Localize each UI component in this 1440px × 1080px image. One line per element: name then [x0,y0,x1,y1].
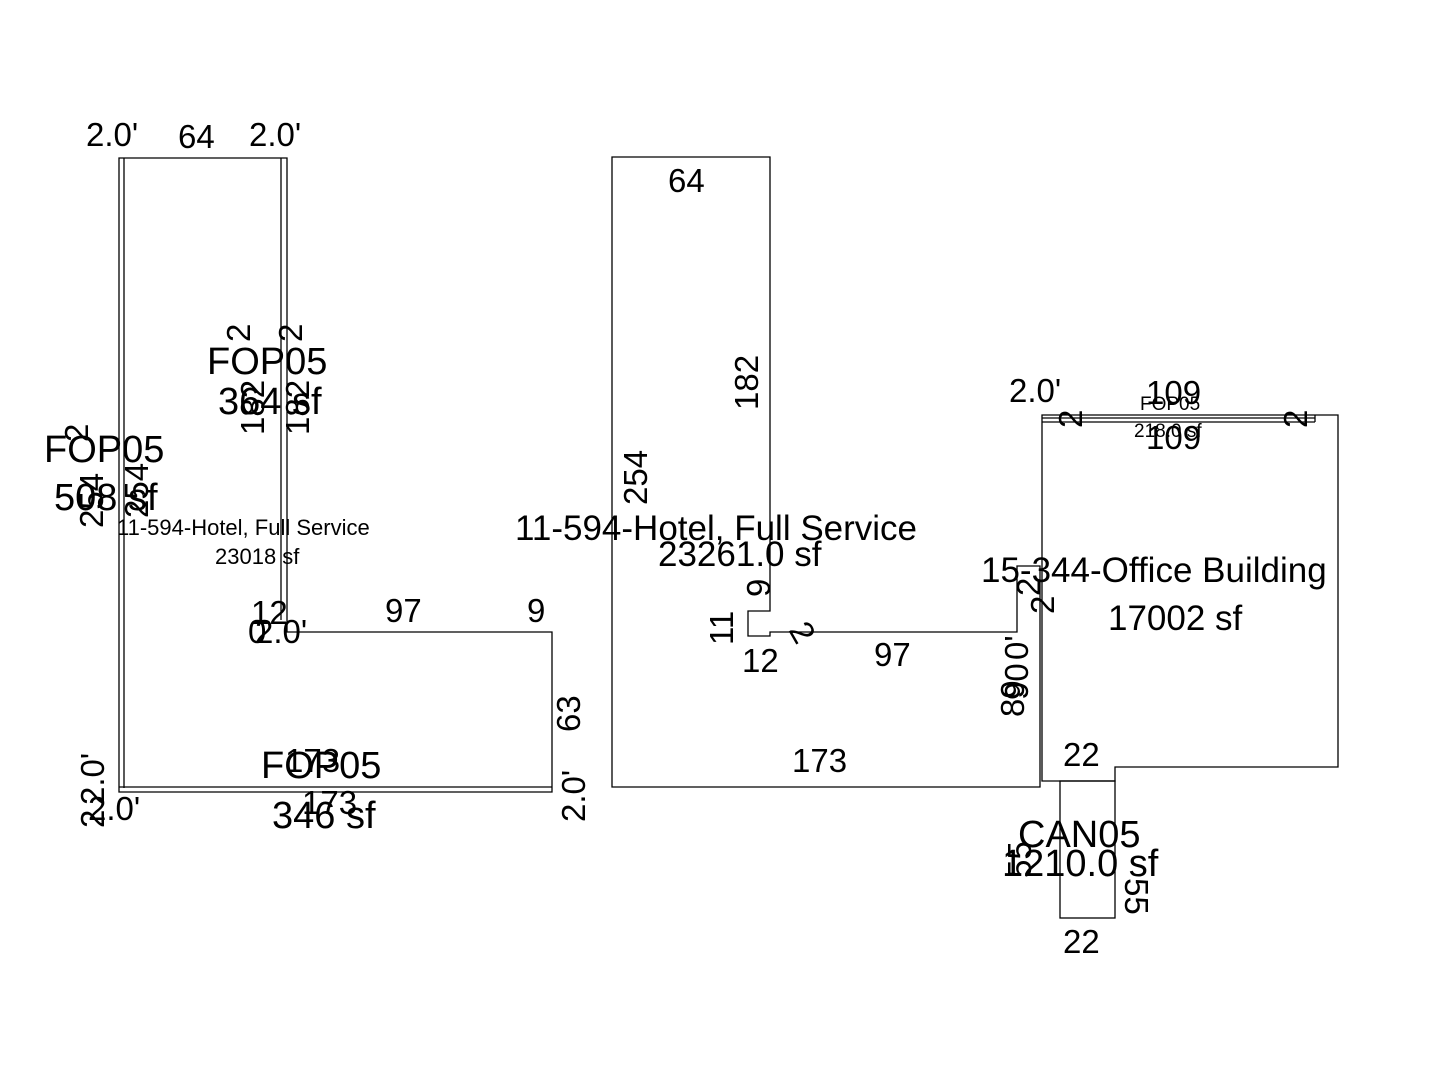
left-fop-west-dim-a: 254 [73,473,110,528]
left-bottom-left-corner: 2 [74,810,111,828]
left-fop-mid-dim-a: 182 [234,380,271,435]
office-building-name: 15-344-Office Building [981,551,1327,590]
left-inner-corner-c: 0 [248,613,266,650]
office-top-offset: 2.0' [1009,372,1061,409]
right-building-labels: 64 182 254 11-594-Hotel, Full Service 23… [515,162,1061,779]
right-building-area: 23261.0 sf [658,535,822,574]
left-wing-width: 97 [385,592,422,629]
left-top-right-offset: 2.0' [249,116,301,153]
left-fop-mid-dim-c: 2 [220,324,257,342]
canopy-outline [1059,780,1116,919]
canopy-side-right: 55 [1118,878,1155,915]
right-joint-a: 90 [998,663,1035,700]
right-building-name: 11-594-Hotel, Full Service [515,509,917,548]
office-corner-left: 2 [1052,410,1089,428]
left-building-outlines [118,157,553,793]
left-fop-mid-dim-d: 2 [272,324,309,342]
left-bottom-right-offset: 2.0' [555,770,592,822]
right-bottom-width: 173 [792,742,847,779]
left-top-left-offset: 2.0' [86,116,138,153]
left-building-name: 11-594-Hotel, Full Service [117,515,370,540]
right-joint-e: 0' [998,635,1035,660]
canopy-labels: CAN05 55 55 1210.0 sf 22 [1001,814,1159,960]
left-fop-mid-name: FOP05 [207,341,327,383]
left-fop-west-name: FOP05 [44,429,164,471]
office-building-area: 17002 sf [1108,599,1243,638]
office-building-labels: 2.0' 109 FOP05 218.0 sf 109 2 2 15-344-O… [981,372,1327,773]
left-fop-south-dim-b: 173 [302,784,357,821]
right-joint-b: 89 [994,680,1031,717]
left-inner-corner-a: 12 [251,594,288,631]
right-notch-d: 2 [782,615,823,649]
right-joint-c: 2 [1010,578,1047,596]
office-building-outlines [1041,414,1339,782]
left-wing-height: 63 [550,695,587,732]
canopy-area: 1210.0 sf [1002,843,1159,885]
right-notch-c: 12 [742,642,779,679]
office-fop-top-name: FOP05 [1140,394,1200,415]
office-corner-right: 2 [1277,410,1314,428]
office-fop-top-area: 218.0 sf [1134,421,1202,442]
right-wing-width: 97 [874,636,911,673]
left-bottom-left-vert: 2.0' [74,753,111,805]
left-top-width: 64 [178,118,215,155]
left-fop-mid-area: 364 sf [218,381,322,423]
office-top-width: 109 [1146,374,1201,411]
left-fop-west-dim-b: 254 [118,463,155,518]
right-notch-b: 11 [703,611,740,645]
left-fop-south-name: FOP05 [261,745,381,787]
office-top-width-inner: 109 [1146,419,1201,456]
left-inner-corner-b: 2.0' [255,613,307,650]
left-fop-west-dim-c: 2 [58,424,95,442]
left-fop-south-area: 346 sf [272,795,376,837]
right-top-width: 64 [668,162,705,199]
right-building-outlines [611,156,1041,788]
left-wing-end: 9 [527,592,545,629]
canopy-bottom-width: 22 [1063,923,1100,960]
right-notch-a: 9 [740,579,777,597]
left-fop-south-dim-a: 173 [285,742,340,779]
right-east-height: 182 [728,355,765,410]
left-fop-mid-dim-b: 182 [279,380,316,435]
left-building-area: 23018 sf [215,544,300,569]
canopy-side-left: 55 [1001,841,1038,878]
left-building-labels: 2.0' 64 2.0' FOP05 364 sf 182 182 2 2 FO… [44,116,592,837]
canopy-outlines [1059,780,1116,919]
canopy-name: CAN05 [1018,814,1141,856]
office-building-outline [1041,414,1339,782]
right-west-height: 254 [617,450,654,505]
left-building-outline [118,157,553,793]
office-notch-width: 22 [1063,736,1100,773]
left-bottom-left-offset: 2.0' [88,790,140,827]
left-fop-west-area: 508 sf [54,477,158,519]
right-building-outline [611,156,1041,788]
